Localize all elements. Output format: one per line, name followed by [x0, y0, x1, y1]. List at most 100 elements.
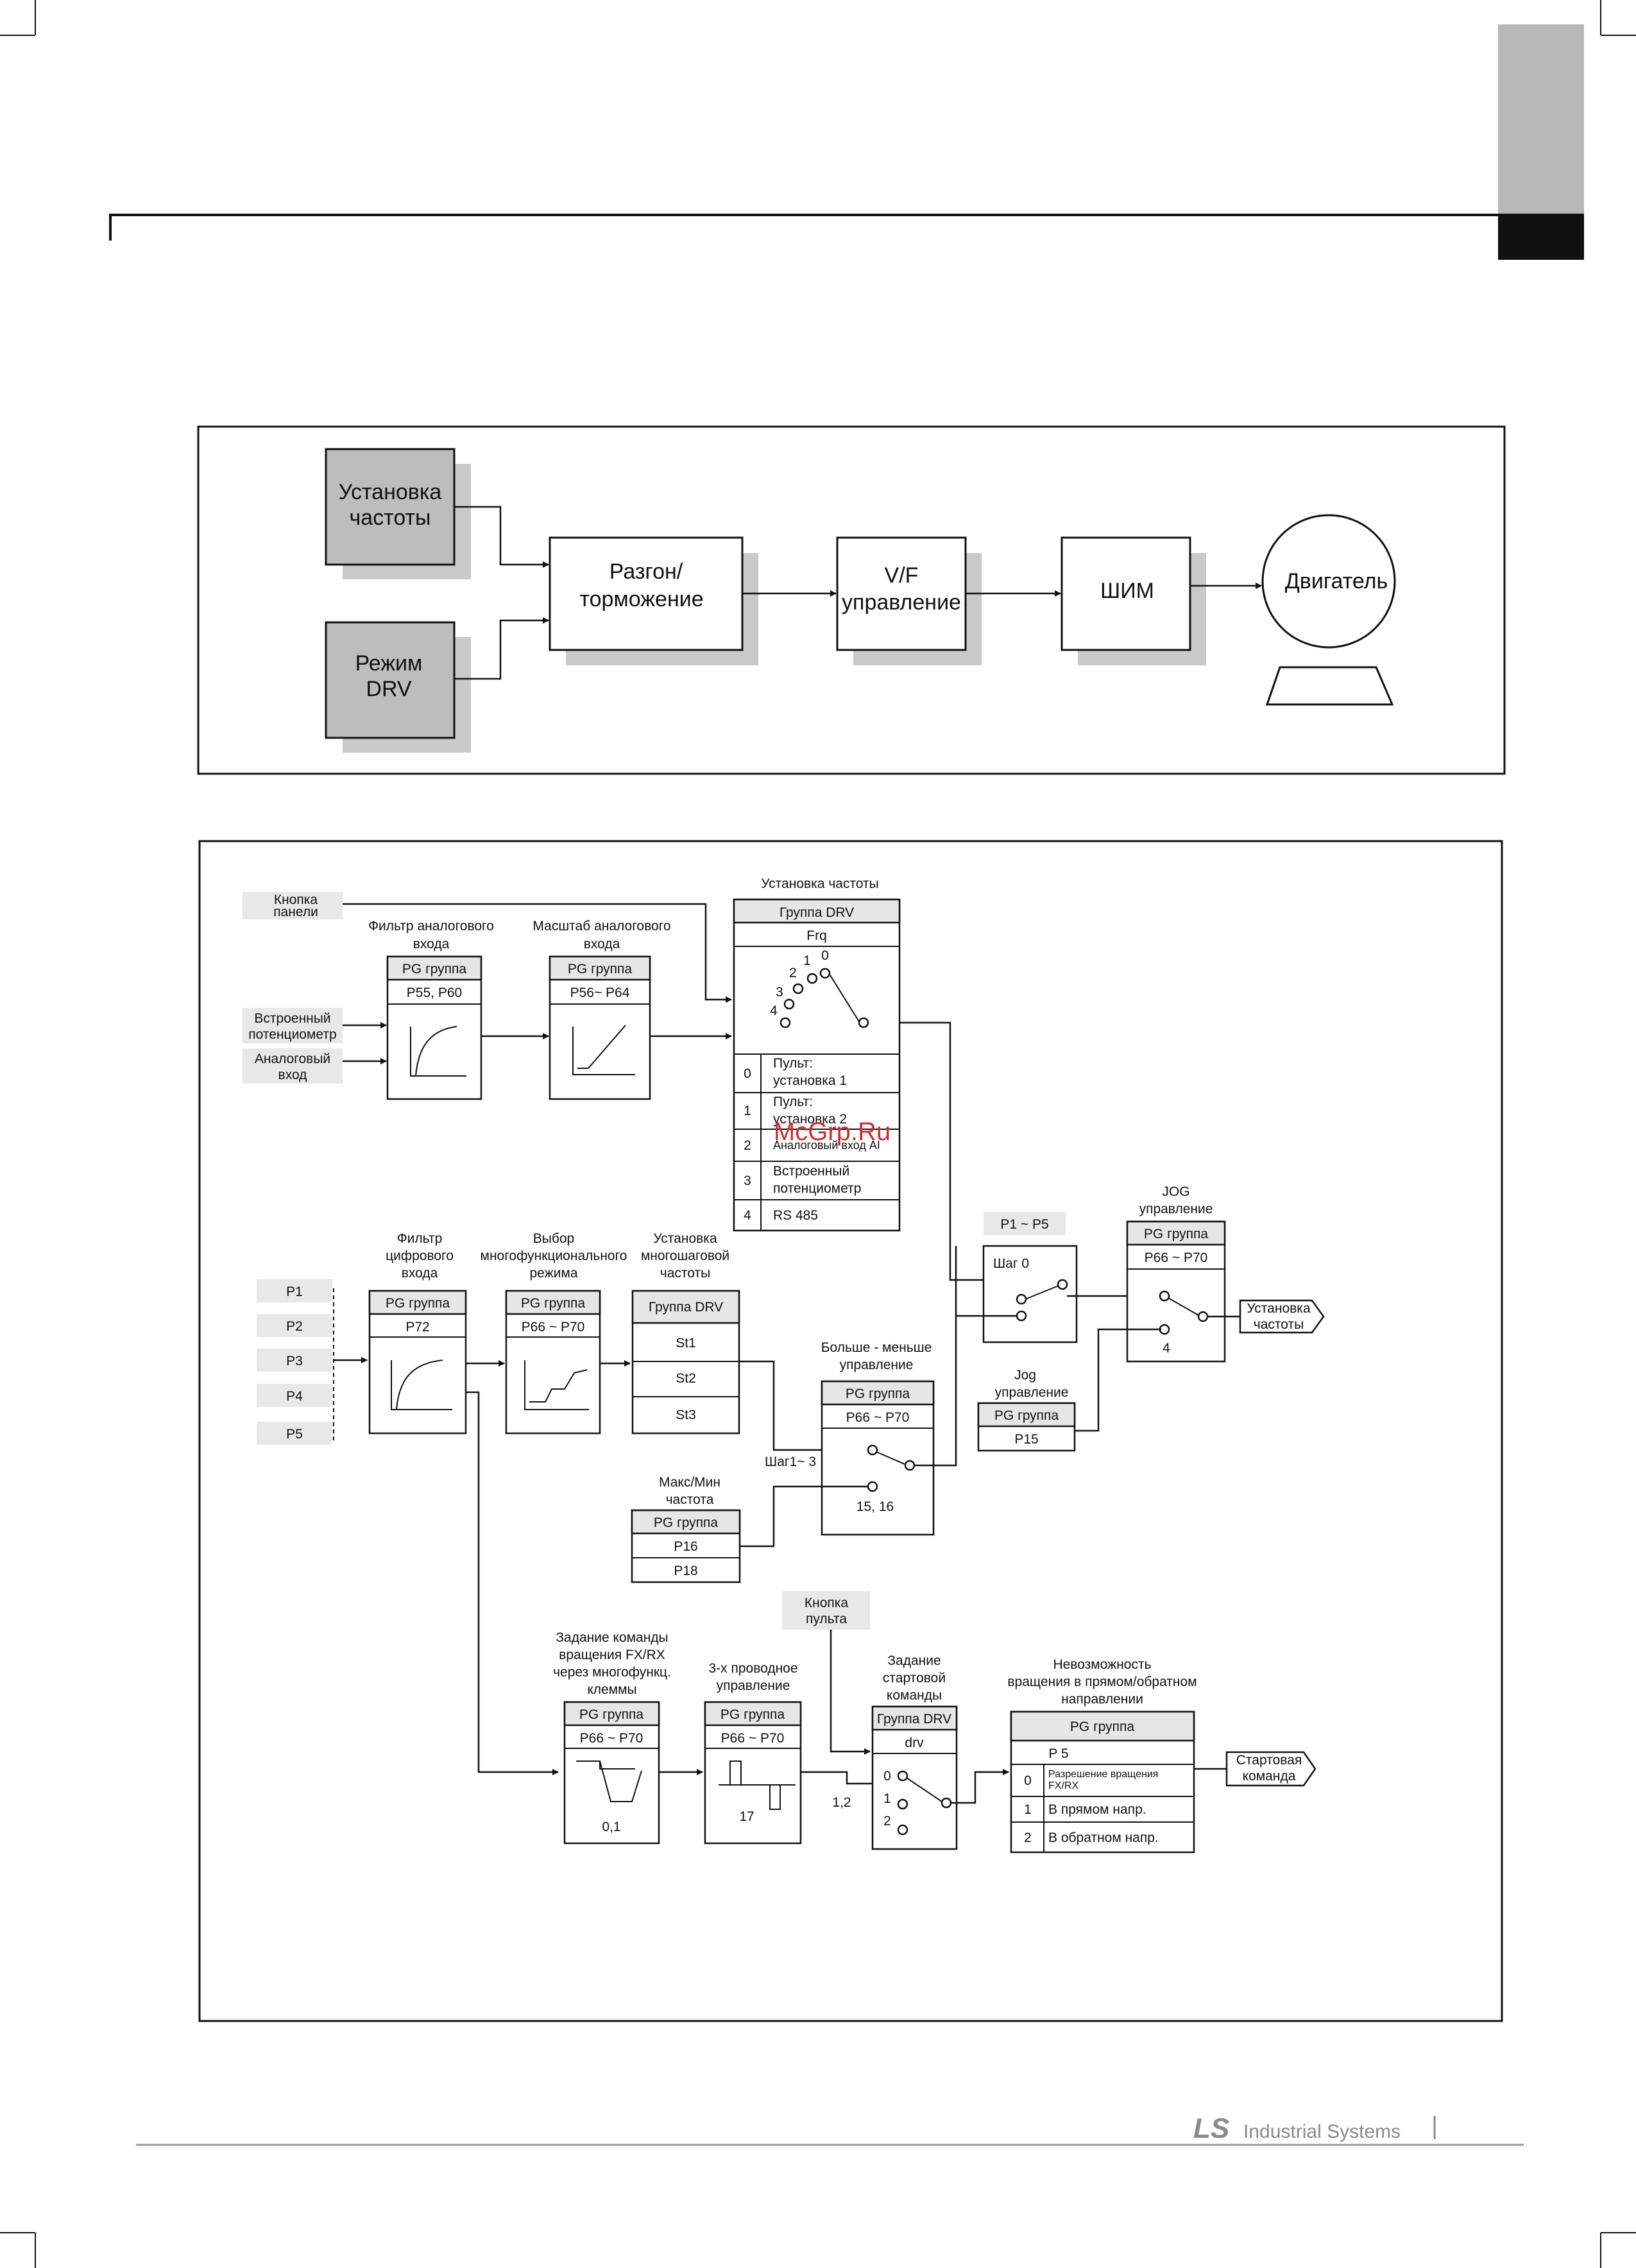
- svg-text:1: 1: [1024, 1802, 1032, 1817]
- svg-text:входа: входа: [402, 1266, 438, 1281]
- svg-text:Установка: Установка: [653, 1231, 717, 1246]
- start-command-box: Группа DRV drv 0 1 2: [871, 1705, 958, 1850]
- company-name: Industrial Systems: [1243, 2121, 1401, 2142]
- svg-text:St2: St2: [676, 1371, 696, 1386]
- multistep-freq-box: Группа DRV St1 St2 St3: [631, 1290, 740, 1435]
- p-input-labels: P1 P2 P3 P4 P5: [257, 1279, 368, 1445]
- svg-text:многошаговой: многошаговой: [641, 1249, 729, 1263]
- svg-text:2: 2: [883, 1814, 891, 1829]
- svg-text:P55, P60: P55, P60: [407, 985, 462, 1000]
- svg-text:управление: управление: [1139, 1202, 1213, 1216]
- svg-text:Кнопка: Кнопка: [274, 892, 318, 907]
- svg-text:управление: управление: [842, 590, 961, 615]
- svg-text:P18: P18: [674, 1564, 697, 1578]
- svg-text:частоты: частоты: [660, 1266, 710, 1281]
- svg-text:Группа DRV: Группа DRV: [649, 1300, 723, 1315]
- svg-text:0: 0: [1024, 1773, 1032, 1788]
- svg-text:V/F: V/F: [885, 563, 919, 588]
- svg-text:Аналоговый вход AI: Аналоговый вход AI: [773, 1139, 880, 1152]
- svg-text:Frq: Frq: [806, 928, 827, 943]
- svg-text:P66 ~ P70: P66 ~ P70: [522, 1320, 585, 1334]
- detailed-diagram: Кнопка панели Фильтр аналогового входа P…: [198, 840, 1503, 2022]
- svg-text:2: 2: [1024, 1830, 1032, 1845]
- svg-text:команда: команда: [1243, 1769, 1296, 1784]
- inhibit-box: PG группа P 5 0 Разрешение вращения FX/R…: [1010, 1710, 1195, 1854]
- svg-text:вращения в прямом/обратном: вращения в прямом/обратном: [1007, 1675, 1197, 1689]
- svg-text:0,1: 0,1: [602, 1820, 620, 1834]
- svg-text:4: 4: [770, 1003, 778, 1018]
- svg-text:2: 2: [789, 966, 797, 980]
- svg-text:управление: управление: [717, 1678, 790, 1693]
- svg-text:P72: P72: [405, 1320, 429, 1334]
- svg-text:режима: режима: [529, 1266, 577, 1281]
- svg-text:RS 485: RS 485: [773, 1208, 818, 1223]
- svg-text:P2: P2: [286, 1319, 303, 1334]
- svg-text:цифрового: цифрового: [386, 1249, 454, 1263]
- svg-text:направлении: направлении: [1061, 1692, 1143, 1707]
- svg-text:P66 ~ P70: P66 ~ P70: [721, 1731, 785, 1746]
- svg-text:Невозможность: Невозможность: [1053, 1657, 1151, 1672]
- svg-text:3: 3: [776, 985, 783, 1000]
- svg-text:3: 3: [744, 1173, 751, 1188]
- digital-filter-box: PG группа P72: [368, 1290, 467, 1435]
- svg-text:панели: панели: [273, 905, 318, 919]
- svg-text:4: 4: [744, 1208, 751, 1223]
- svg-text:PG группа: PG группа: [654, 1515, 719, 1530]
- svg-text:PG группа: PG группа: [386, 1296, 450, 1311]
- block-drv-mode: Режим DRV: [325, 621, 471, 753]
- svg-text:частота: частота: [666, 1492, 714, 1507]
- svg-text:Макс/Мин: Макс/Мин: [659, 1475, 720, 1490]
- svg-text:В обратном напр.: В обратном напр.: [1048, 1830, 1159, 1845]
- svg-text:DRV: DRV: [366, 677, 411, 701]
- analog-filter-box: PG группа P55, P60: [386, 955, 482, 1100]
- label-panel-key: [243, 892, 343, 919]
- multifunction-box: PG группа P66 ~ P70: [505, 1290, 601, 1435]
- updown-box: PG группа P66 ~ P70 15, 16: [821, 1380, 935, 1536]
- svg-text:PG группа: PG группа: [994, 1408, 1059, 1423]
- svg-text:drv: drv: [905, 1735, 924, 1750]
- svg-text:входа: входа: [413, 937, 450, 951]
- svg-text:4: 4: [1163, 1341, 1170, 1356]
- svg-text:Пульт:: Пульт:: [773, 1095, 813, 1109]
- svg-text:Аналоговый: Аналоговый: [255, 1052, 330, 1066]
- svg-text:торможение: торможение: [579, 587, 703, 611]
- svg-text:Встроенный: Встроенный: [773, 1164, 849, 1179]
- svg-text:Масштаб аналогового: Масштаб аналогового: [533, 919, 670, 934]
- svg-text:Фильтр: Фильтр: [397, 1231, 443, 1246]
- svg-text:PG группа: PG группа: [521, 1296, 586, 1311]
- svg-text:PG группа: PG группа: [846, 1386, 910, 1401]
- svg-text:1,2: 1,2: [832, 1795, 851, 1810]
- page-footer: LS Industrial Systems: [136, 2113, 1524, 2146]
- svg-text:Больше - меньше: Больше - меньше: [821, 1340, 932, 1355]
- svg-text:1: 1: [744, 1104, 751, 1118]
- svg-text:1: 1: [883, 1791, 891, 1806]
- svg-text:PG группа: PG группа: [1144, 1227, 1209, 1241]
- svg-text:Режим: Режим: [355, 651, 423, 676]
- three-wire-box: PG группа P66 ~ P70 17: [704, 1701, 802, 1845]
- block-motor: Двигатель: [1261, 514, 1396, 706]
- svg-text:вращения FX/RX: вращения FX/RX: [559, 1648, 665, 1662]
- svg-text:PG группа: PG группа: [1070, 1719, 1135, 1734]
- step-switch-box: Шаг 0: [982, 1245, 1078, 1343]
- svg-text:Задание: Задание: [887, 1653, 941, 1668]
- block-pwm: ШИМ: [1061, 536, 1206, 665]
- svg-text:PG группа: PG группа: [720, 1707, 785, 1722]
- svg-text:P3: P3: [286, 1354, 303, 1368]
- svg-text:2: 2: [744, 1138, 751, 1153]
- svg-text:3-х проводное: 3-х проводное: [708, 1661, 797, 1676]
- block-diagram: Установка частоты Режим DRV Разгон/ торм…: [197, 425, 1506, 775]
- svg-text:стартовой: стартовой: [883, 1671, 946, 1685]
- svg-text:Jog: Jog: [1014, 1368, 1036, 1383]
- svg-text:Встроенный: Встроенный: [254, 1011, 330, 1026]
- svg-text:клеммы: клеммы: [587, 1682, 636, 1697]
- svg-text:P15: P15: [1014, 1432, 1038, 1447]
- svg-text:Стартовая: Стартовая: [1236, 1753, 1302, 1768]
- svg-text:PG группа: PG группа: [568, 962, 633, 976]
- page-header: [109, 24, 1584, 260]
- svg-text:Фильтр аналогового: Фильтр аналогового: [368, 919, 494, 934]
- svg-text:ШИМ: ШИМ: [1100, 579, 1154, 603]
- svg-text:Кнопка: Кнопка: [805, 1596, 849, 1610]
- svg-text:Группа DRV: Группа DRV: [877, 1712, 951, 1727]
- svg-text:PG группа: PG группа: [402, 962, 467, 976]
